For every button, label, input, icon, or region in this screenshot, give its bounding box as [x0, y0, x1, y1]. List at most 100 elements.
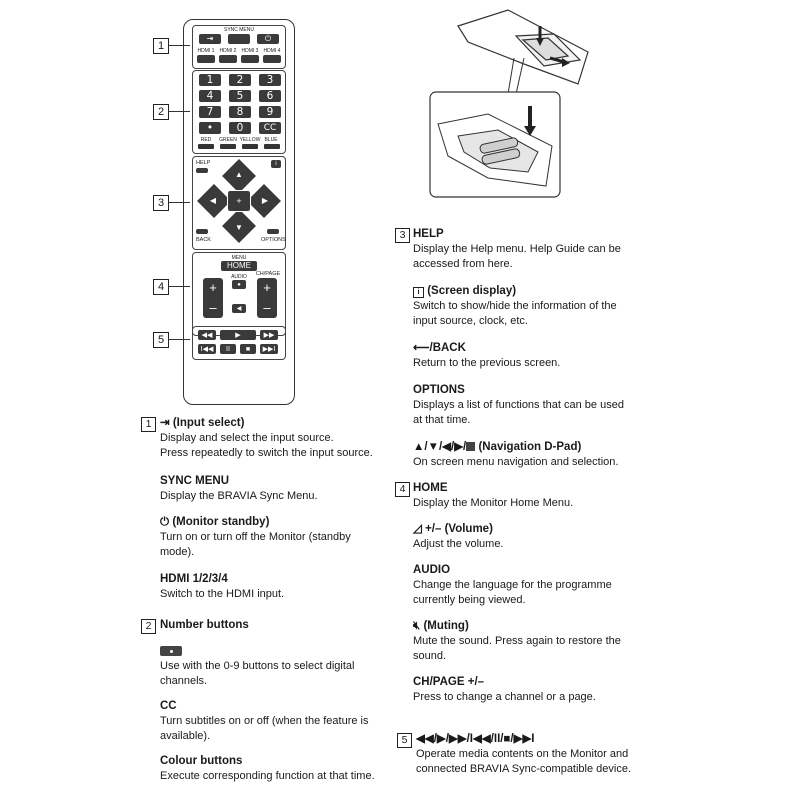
screen-display-desc-1: Switch to show/hide the information of t…: [413, 300, 617, 312]
input-select-icon: ⇥: [160, 417, 170, 429]
colour-buttons-desc: Execute corresponding function at that t…: [160, 770, 375, 782]
blue-label: BLUE: [264, 137, 278, 143]
section-5-number: 5: [397, 733, 412, 748]
leader-2: [168, 111, 190, 112]
mute-icon: 🔇︎: [413, 620, 421, 632]
standby-desc-1: Turn on or turn off the Monitor (standby: [160, 531, 351, 543]
dpad-arrows-icon: ▲/▼/◀/▶/: [413, 441, 467, 453]
num-3-button: 3: [259, 74, 281, 86]
hdmi2-button: [219, 55, 237, 63]
input-select-button: ⇥: [199, 34, 221, 44]
standby-icon: ⏻: [160, 516, 170, 528]
ch-page-desc: Press to change a channel or a page.: [413, 691, 596, 703]
leader-5: [168, 339, 190, 340]
blue-button: [264, 144, 280, 149]
ch-page-heading: CH/PAGE +/–: [413, 676, 485, 688]
left-arrow-icon: ◀: [209, 196, 217, 205]
callout-1: 1: [153, 38, 169, 54]
sync-menu-desc: Display the BRAVIA Sync Menu.: [160, 490, 318, 502]
options-button: [267, 229, 279, 234]
volume-rocker: +–: [203, 278, 223, 318]
next-button: ▶▶I: [260, 344, 278, 354]
right-arrow-icon: ▶: [261, 196, 269, 205]
prev-button: I◀◀: [198, 344, 216, 354]
dot-desc-1: Use with the 0-9 buttons to select digit…: [160, 660, 355, 672]
green-button: [220, 144, 236, 149]
number-buttons-heading: Number buttons: [160, 619, 249, 631]
section-1: ⇥ (Input select) Display and select the …: [160, 416, 400, 602]
media-desc-2: connected BRAVIA Sync-compatible device.: [416, 763, 632, 775]
panel-volume: MENU HOME AUDIO ● ◀ CH/PAGE +– +–: [192, 252, 286, 336]
dpad-center-icon: [466, 442, 476, 451]
colour-buttons-heading: Colour buttons: [160, 755, 243, 767]
help-label: HELP: [196, 160, 211, 166]
yellow-label: YELLOW: [239, 137, 261, 143]
nav-dpad-desc: On screen menu navigation and selection.: [413, 456, 619, 468]
section-4: HOME Display the Monitor Home Menu. ◿ +/…: [413, 481, 658, 705]
screen-display-desc-2: input source, clock, etc.: [413, 315, 528, 327]
back-button: [196, 229, 208, 234]
red-label: RED: [200, 137, 212, 143]
section-2-number: 2: [141, 619, 156, 634]
help-desc-2: accessed from here.: [413, 258, 513, 270]
power-button: ⏻: [257, 34, 279, 44]
section-1-number: 1: [141, 417, 156, 432]
back-icon: ⟵: [413, 342, 430, 354]
fast-forward-button: ▶▶: [260, 330, 278, 340]
callout-5: 5: [153, 332, 169, 348]
leader-3: [168, 202, 190, 203]
callout-3: 3: [153, 195, 169, 211]
back-heading: /BACK: [429, 342, 466, 354]
num-1-button: 1: [199, 74, 221, 86]
standby-desc-2: mode).: [160, 546, 195, 558]
green-label: GREEN: [219, 137, 237, 143]
hdmi3-button: [241, 55, 259, 63]
hdmi-desc: Switch to the HDMI input.: [160, 588, 285, 600]
battery-illustration: [429, 9, 589, 198]
hdmi2-label: HDMI 2: [219, 48, 237, 54]
dot-button: •: [199, 122, 221, 134]
audio-button: ●: [232, 280, 246, 289]
play-button: ▶: [220, 330, 256, 340]
callout-4: 4: [153, 279, 169, 295]
cc-desc-1: Turn subtitles on or off (when the featu…: [160, 715, 369, 727]
screen-display-icon: i: [413, 287, 424, 298]
section-3: HELP Display the Help menu. Help Guide c…: [413, 227, 658, 470]
hdmi4-button: [263, 55, 281, 63]
yellow-button: [242, 144, 258, 149]
audio-desc-2: currently being viewed.: [413, 594, 526, 606]
section-3-number: 3: [395, 228, 410, 243]
hdmi-heading: HDMI 1/2/3/4: [160, 573, 228, 585]
volume-desc: Adjust the volume.: [413, 538, 504, 550]
media-controls-heading: ◀◀/▶/▶▶/I◀◀/II/■/▶▶I: [416, 733, 535, 745]
pause-button: II: [220, 344, 236, 354]
volume-icon: ◿: [413, 523, 422, 535]
red-button: [198, 144, 214, 149]
leader-1: [168, 45, 190, 46]
mute-heading: (Muting): [423, 620, 469, 632]
cc-button: CC: [259, 122, 281, 134]
cc-heading: CC: [160, 700, 177, 712]
mute-desc-1: Mute the sound. Press again to restore t…: [413, 635, 621, 647]
sync-menu-button: [228, 34, 250, 44]
panel-navigation: HELP i + ▲ ▼ ◀ ▶ BACK OPTIONS: [192, 156, 286, 250]
help-heading: HELP: [413, 228, 444, 240]
section-4-number: 4: [395, 482, 410, 497]
sync-menu-heading: SYNC MENU: [160, 475, 230, 487]
audio-desc-1: Change the language for the programme: [413, 579, 612, 591]
home-desc: Display the Monitor Home Menu.: [413, 497, 574, 509]
num-2-button: 2: [229, 74, 251, 86]
options-desc-2: at that time.: [413, 414, 471, 426]
dpad-center: +: [227, 190, 251, 212]
sync-menu-label: SYNC MENU: [223, 27, 254, 33]
input-select-desc-1: Display and select the input source.: [160, 432, 334, 444]
down-arrow-icon: ▼: [235, 223, 243, 232]
audio-label: AUDIO: [231, 274, 247, 280]
audio-heading: AUDIO: [413, 564, 451, 576]
rewind-button: ◀◀: [198, 330, 216, 340]
panel-numbers: 1 2 3 4 5 6 7 8 9 • 0 CC RED GREEN YELLO…: [192, 70, 286, 154]
leader-4: [168, 286, 190, 287]
cc-desc-2: available).: [160, 730, 211, 742]
back-desc: Return to the previous screen.: [413, 357, 561, 369]
options-heading: OPTIONS: [413, 384, 465, 396]
